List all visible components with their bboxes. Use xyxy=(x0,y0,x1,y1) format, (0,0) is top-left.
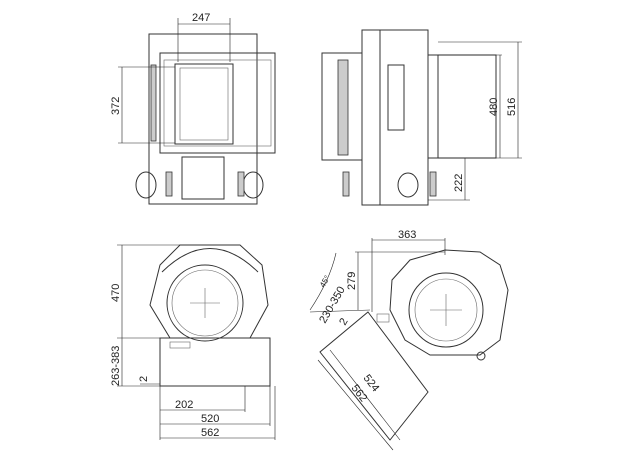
dim-202: 202 xyxy=(175,399,193,411)
top-view-straight: 470 263-383 2 202 520 562 xyxy=(110,244,276,440)
dim-2: 2 xyxy=(138,376,150,382)
dim-516: 516 xyxy=(506,98,518,116)
top-view-rotated: 363 279 45° 230-350 2 524 562 xyxy=(309,229,509,451)
dim-480: 480 xyxy=(488,98,500,116)
dim-263-383: 263-383 xyxy=(110,346,122,386)
dim-279: 279 xyxy=(346,272,358,290)
dim-562: 562 xyxy=(201,427,219,439)
dim-363: 363 xyxy=(398,229,416,241)
dim-372: 372 xyxy=(110,97,122,115)
dim-470: 470 xyxy=(110,284,122,302)
dim-2-rotated: 2 xyxy=(337,316,350,327)
dim-520: 520 xyxy=(201,413,219,425)
side-view: 480 516 222 xyxy=(321,29,522,206)
dim-222: 222 xyxy=(453,174,465,192)
dim-247: 247 xyxy=(192,12,210,24)
front-view: 247 372 xyxy=(110,12,276,205)
angle-45: 45° xyxy=(318,274,332,289)
